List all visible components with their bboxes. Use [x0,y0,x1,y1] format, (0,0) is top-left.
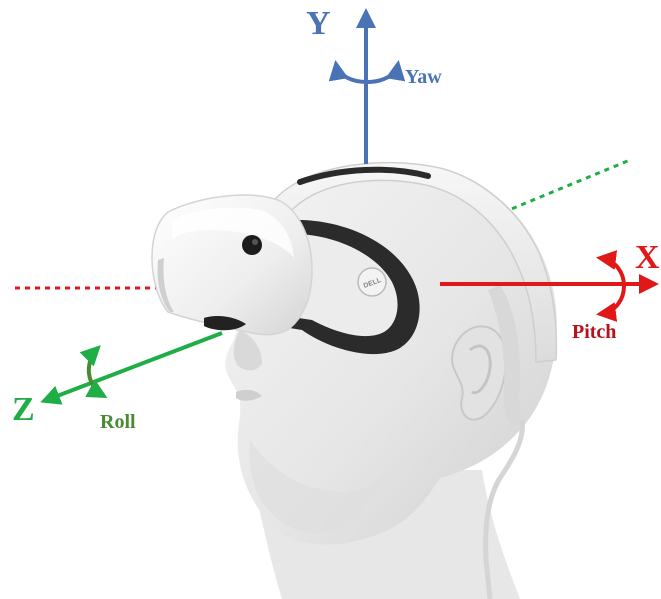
roll-label: Roll [100,411,136,433]
roll-axis [44,333,222,401]
y-axis-label: Y [306,5,331,42]
yaw-label: Yaw [405,66,442,88]
z-axis-label: Z [12,391,35,428]
front-camera-lens [242,235,262,255]
roll-rotation-arrow [89,348,104,396]
pitch-label: Pitch [572,321,616,343]
x-axis-label: X [635,239,660,276]
